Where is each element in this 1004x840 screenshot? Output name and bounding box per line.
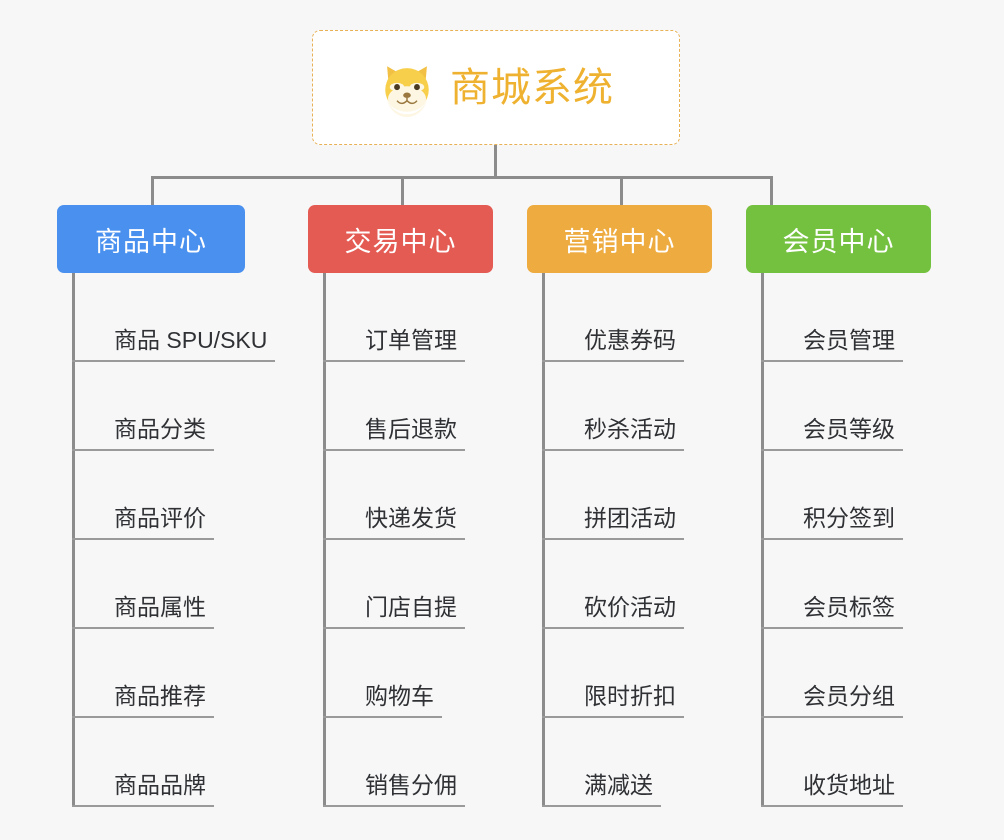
connector-drop-1 — [151, 176, 154, 207]
branch-label: 交易中心 — [344, 226, 457, 257]
leaf-item-label: 满减送 — [542, 772, 661, 807]
leaf-item[interactable]: 优惠券码 — [542, 273, 684, 362]
leaf-item-label: 会员等级 — [761, 416, 903, 451]
leaf-item-label: 砍价活动 — [542, 594, 684, 629]
leaf-item-label: 会员管理 — [761, 327, 903, 362]
leaf-item[interactable]: 快递发货 — [323, 451, 465, 540]
connector-root-stem — [494, 145, 497, 178]
leaf-item[interactable]: 售后退款 — [323, 362, 465, 451]
leaf-item[interactable]: 订单管理 — [323, 273, 465, 362]
leaf-item-label: 购物车 — [323, 683, 442, 718]
leaf-item-label: 会员分组 — [761, 683, 903, 718]
leaf-item-label: 积分签到 — [761, 505, 903, 540]
leaf-item-label: 商品评价 — [72, 505, 214, 540]
leaf-item-label: 拼团活动 — [542, 505, 684, 540]
leaf-item-label: 秒杀活动 — [542, 416, 684, 451]
leaf-item[interactable]: 商品品牌 — [72, 718, 214, 807]
leaf-spine — [542, 273, 545, 807]
branch-box-product-center[interactable]: 商品中心 — [57, 205, 245, 273]
leaf-item[interactable]: 砍价活动 — [542, 540, 684, 629]
leaf-item-label: 销售分佣 — [323, 772, 465, 807]
leaf-item-label: 订单管理 — [323, 327, 465, 362]
leaf-item-label: 商品属性 — [72, 594, 214, 629]
leaf-item-label: 售后退款 — [323, 416, 465, 451]
shiba-dog-face-icon — [378, 59, 436, 117]
leaf-item-label: 商品品牌 — [72, 772, 214, 807]
leaf-item-label: 限时折扣 — [542, 683, 684, 718]
connector-drop-3 — [620, 176, 623, 207]
leaf-item[interactable]: 商品评价 — [72, 451, 214, 540]
branch-label: 会员中心 — [782, 226, 895, 257]
connector-drop-4 — [770, 176, 773, 207]
leaf-item-label: 商品推荐 — [72, 683, 214, 718]
leaf-item[interactable]: 会员标签 — [761, 540, 903, 629]
leaf-spine — [323, 273, 326, 807]
leaf-item[interactable]: 收货地址 — [761, 718, 903, 807]
leaf-item[interactable]: 商品分类 — [72, 362, 214, 451]
leaf-item[interactable]: 积分签到 — [761, 451, 903, 540]
leaf-item-label: 门店自提 — [323, 594, 465, 629]
leaf-item[interactable]: 秒杀活动 — [542, 362, 684, 451]
branch-box-marketing-center[interactable]: 营销中心 — [527, 205, 712, 273]
leaf-spine — [761, 273, 764, 807]
leaf-item[interactable]: 满减送 — [542, 718, 661, 807]
leaf-item[interactable]: 门店自提 — [323, 540, 465, 629]
leaf-item-label: 优惠券码 — [542, 327, 684, 362]
branch-box-member-center[interactable]: 会员中心 — [746, 205, 931, 273]
branch-label: 营销中心 — [563, 226, 676, 257]
root-node-shopping-mall-system[interactable]: 商城系统 — [312, 30, 680, 145]
root-title: 商城系统 — [450, 65, 614, 110]
connector-drop-2 — [401, 176, 404, 207]
leaf-item[interactable]: 商品属性 — [72, 540, 214, 629]
leaf-item[interactable]: 限时折扣 — [542, 629, 684, 718]
leaf-item[interactable]: 拼团活动 — [542, 451, 684, 540]
leaf-item-label: 商品分类 — [72, 416, 214, 451]
leaf-item-label: 会员标签 — [761, 594, 903, 629]
leaf-item-label: 收货地址 — [761, 772, 903, 807]
leaf-item-label: 商品 SPU/SKU — [72, 327, 276, 362]
leaf-item[interactable]: 会员分组 — [761, 629, 903, 718]
leaf-item[interactable]: 商品推荐 — [72, 629, 214, 718]
leaf-spine — [72, 273, 75, 807]
leaf-item[interactable]: 购物车 — [323, 629, 442, 718]
leaf-item[interactable]: 会员等级 — [761, 362, 903, 451]
leaf-item[interactable]: 商品 SPU/SKU — [72, 273, 276, 362]
leaf-item-label: 快递发货 — [323, 505, 465, 540]
branch-label: 商品中心 — [95, 226, 207, 257]
leaf-item[interactable]: 会员管理 — [761, 273, 903, 362]
connector-horizontal-bus — [151, 176, 773, 179]
leaf-item[interactable]: 销售分佣 — [323, 718, 465, 807]
branch-box-trade-center[interactable]: 交易中心 — [308, 205, 493, 273]
